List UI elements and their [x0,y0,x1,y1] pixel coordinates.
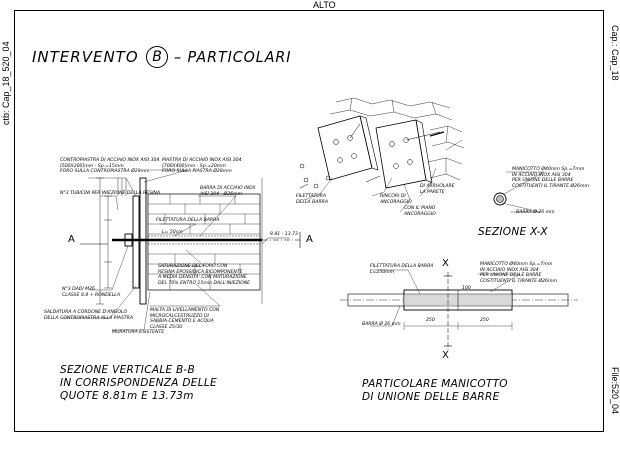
masonry-outline [147,193,261,291]
dim-sleeve-right: 250 [480,318,489,323]
title-prefix: INTERVENTO [32,48,139,66]
sketch-note-anchors: RINCORI DI ANCORAGGIO [380,194,412,205]
note-length: L= 50cm [162,230,183,235]
sketch-bolts [333,123,445,169]
section-marker-right: A [306,234,313,245]
sketch-note-thread: FILETTATURA DELLA BARRA [296,194,328,205]
title-circled-letter: B [146,46,168,68]
note-sleeve-body: MANICOTTO Ø40mm Sp.=7mm IN ACCIAIO INOX … [480,262,557,284]
title-suffix: – PARTICOLARI [174,48,292,66]
sleeve-section-outer [493,192,507,206]
note-sleeve-bar: BARRA Ø 26 mm [362,322,401,327]
note-sleeve-thread: FILETTATURA DELLA BARRA L=250mm [370,264,434,275]
counter-plate [132,195,140,289]
note-weld: SALDATURA A CORDONE D'ANGOLO DELLA CONTR… [44,310,134,321]
cut-marker-top: X [442,258,449,269]
drawing-title: INTERVENTO B – PARTICOLARI [32,46,290,68]
dim-sleeve-middle: 100 [462,286,471,291]
isometric-sketch [299,97,465,213]
nut [124,233,133,247]
note-masonry: MURATURA ESISTENTE [112,330,165,335]
drawing-sheet [14,10,604,432]
note-tubes: N°3 TUBICINI PER INIEZIONE DELLA RESINA [60,191,160,196]
caption-sleeve: PARTICOLARE MANICOTTO DI UNIONE DELLE BA… [362,378,508,403]
section-bb-linework [62,169,301,331]
note-counterplate: CONTROPIASTRA DI ACCIAIO INOX AISI 304 [… [60,158,160,175]
note-saturation: SATURAZIONE DEL FORO CON RESINA EPOSSIDI… [158,264,251,286]
caption-section-bb: SEZIONE VERTICALE B-B IN CORRISPONDENZA … [60,364,217,402]
note-xx-sleeve: MANICOTTO Ø40mm Sp.=7mm IN ACCIAIO INOX … [512,167,589,189]
note-elevation: 8.81 - 13.73 [270,232,298,237]
dim-sleeve-left: 250 [426,318,435,323]
cut-marker-bottom: X [442,350,449,361]
note-thread: FILETTATURA DELLA BARRA [156,218,220,223]
note-mortar: MALTA DI LIVELLAMENTO CON MICROCALCESTRU… [150,308,220,330]
note-xx-bar: BARRA Ø 26 mm [516,210,555,215]
sleeve-linework [340,269,578,350]
sketch-plate-left [317,115,373,181]
top-margin-label: ALTO [313,0,336,10]
note-bar: BARRA DI ACCIAIO INOX AISI 304 - Ø26mm [200,186,256,197]
sketch-plate-right [375,119,427,189]
sketch-note-plane: CON IL PIANO ANCORAGGIO [404,206,436,217]
section-marker-left: A [68,234,75,245]
sketch-note-wall: DI ARRUOLARE LA PARETE [420,184,455,195]
note-plate: PIASTRA DI ACCIAIO INOX AISI 304 [700X40… [162,158,242,175]
section-xx-linework [493,171,545,213]
caption-section-xx: SEZIONE X-X [478,226,548,238]
bar-section [496,195,504,203]
note-nuts: N°3 DADI M26 CLASSE 8.8 + RONDELLA [62,287,120,298]
